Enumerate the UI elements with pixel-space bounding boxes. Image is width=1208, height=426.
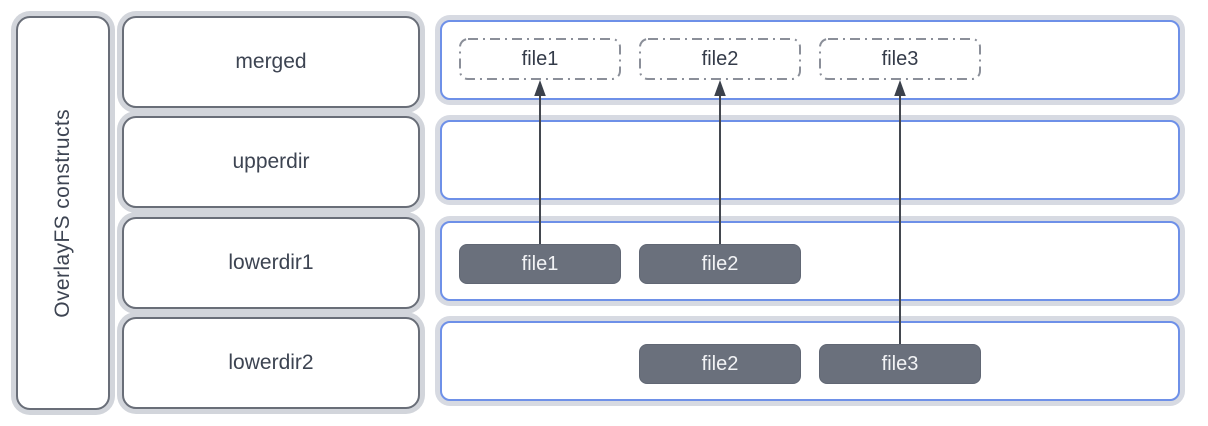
row-label-lowerdir1-text: lowerdir1 bbox=[228, 251, 314, 274]
merged-file1-label: file1 bbox=[521, 47, 559, 70]
row-label-lowerdir2-text: lowerdir2 bbox=[228, 351, 314, 374]
lowerdir2-file2-box: file2 bbox=[639, 344, 801, 384]
row-label-lowerdir2: lowerdir2 bbox=[122, 317, 420, 409]
lowerdir1-file2-label: file2 bbox=[701, 252, 739, 275]
lowerdir1-file1-box: file1 bbox=[459, 244, 621, 284]
dash-dot-border bbox=[819, 38, 981, 80]
panel-upperdir bbox=[440, 120, 1180, 200]
row-label-lowerdir1: lowerdir1 bbox=[122, 217, 420, 309]
merged-file2-label: file2 bbox=[701, 47, 739, 70]
merged-file3-box: file3 bbox=[819, 38, 981, 80]
dash-dot-border bbox=[639, 38, 801, 80]
lowerdir2-file3-box: file3 bbox=[819, 344, 981, 384]
panel-lowerdir2: file2 file3 bbox=[440, 321, 1180, 401]
sidebar-label: OverlayFS constructs bbox=[51, 108, 74, 318]
row-label-upperdir: upperdir bbox=[122, 116, 420, 208]
lowerdir2-file2-label: file2 bbox=[701, 352, 739, 375]
merged-file1-box: file1 bbox=[459, 38, 621, 80]
dash-dot-border bbox=[459, 38, 621, 80]
lowerdir1-file1-label: file1 bbox=[521, 252, 559, 275]
panel-lowerdir1: file1 file2 bbox=[440, 221, 1180, 301]
lowerdir1-file2-box: file2 bbox=[639, 244, 801, 284]
sidebar-label-box: OverlayFS constructs bbox=[16, 16, 110, 410]
lowerdir2-file3-label: file3 bbox=[881, 352, 919, 375]
panel-merged: file1 file2 file3 bbox=[440, 20, 1180, 100]
merged-file3-label: file3 bbox=[881, 47, 919, 70]
merged-file2-box: file2 bbox=[639, 38, 801, 80]
row-label-merged-text: merged bbox=[235, 50, 307, 73]
row-label-upperdir-text: upperdir bbox=[232, 150, 310, 173]
row-label-merged: merged bbox=[122, 16, 420, 108]
